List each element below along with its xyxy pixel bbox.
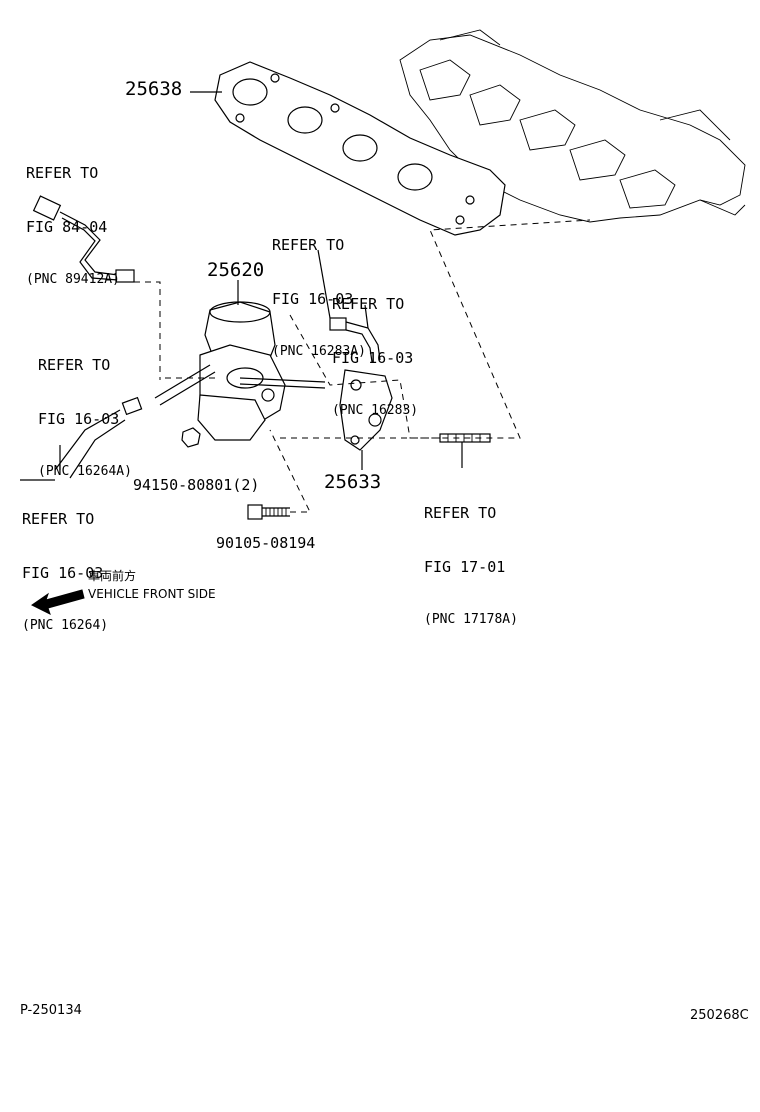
ref-pnc: (PNC 16283A) <box>272 344 366 359</box>
ref-pnc: (PNC 89412A) <box>26 272 120 287</box>
direction-label-english: VEHICLE FRONT SIDE <box>88 587 216 601</box>
reference-16283a: REFER TO FIG 16-03 (PNC 16283A) <box>272 200 366 378</box>
bolt-drawing <box>247 429 311 520</box>
footer-left-code: P-250134 <box>20 1003 82 1018</box>
reference-16264: REFER TO FIG 16-03 (PNC 16264) <box>22 474 108 652</box>
hose-left-drawing <box>54 396 143 479</box>
front-direction-arrow <box>31 589 85 615</box>
egr-gasket-drawing <box>339 369 393 470</box>
ref-pnc: (PNC 17178A) <box>424 612 518 627</box>
egr-valve-drawing <box>154 301 326 441</box>
ref-line1: REFER TO <box>22 510 95 528</box>
ref-line2: FIG 16-03 <box>22 564 104 582</box>
ref-pnc: (PNC 16264A) <box>38 464 132 479</box>
reference-fig-84-04: REFER TO FIG 84-04 (PNC 89412A) <box>26 128 120 306</box>
ref-line2: FIG 16-03 <box>332 349 414 367</box>
part-number-94150: 94150-80801(2) <box>133 476 260 494</box>
sensor-harness-drawing <box>32 195 161 380</box>
ref-line2: FIG 84-04 <box>26 218 108 236</box>
reference-16283: REFER TO FIG 16-03 (PNC 16283) <box>332 259 418 437</box>
ref-line2: FIG 17-01 <box>424 558 506 576</box>
assembly-dash-lines <box>165 219 591 439</box>
ref-line1: REFER TO <box>332 295 405 313</box>
part-number-90105: 90105-08194 <box>216 534 316 552</box>
ref-line1: REFER TO <box>272 236 345 254</box>
ref-line1: REFER TO <box>424 504 497 522</box>
nut-drawing <box>181 427 201 448</box>
ref-pnc: (PNC 16283) <box>332 403 419 418</box>
part-number-25620: 25620 <box>207 259 265 281</box>
stud-drawing <box>439 433 491 468</box>
part-number-25633: 25633 <box>324 471 382 493</box>
hose-upper-drawing <box>317 249 381 363</box>
ref-pnc: (PNC 16264) <box>22 618 109 633</box>
ref-line2: FIG 16-03 <box>38 410 120 428</box>
footer-right-code: 250268C <box>690 1008 749 1023</box>
manifold-gasket-drawing <box>214 61 506 236</box>
ref-line1: REFER TO <box>26 164 99 182</box>
direction-label-japanese: 車両前方 <box>88 569 137 583</box>
ref-line1: REFER TO <box>38 356 111 374</box>
part-number-25638: 25638 <box>125 78 183 100</box>
reference-17178a: REFER TO FIG 17-01 (PNC 17178A) <box>424 468 518 646</box>
ref-line2: FIG 16-03 <box>272 290 354 308</box>
reference-16264a: REFER TO FIG 16-03 (PNC 16264A) <box>38 320 132 498</box>
